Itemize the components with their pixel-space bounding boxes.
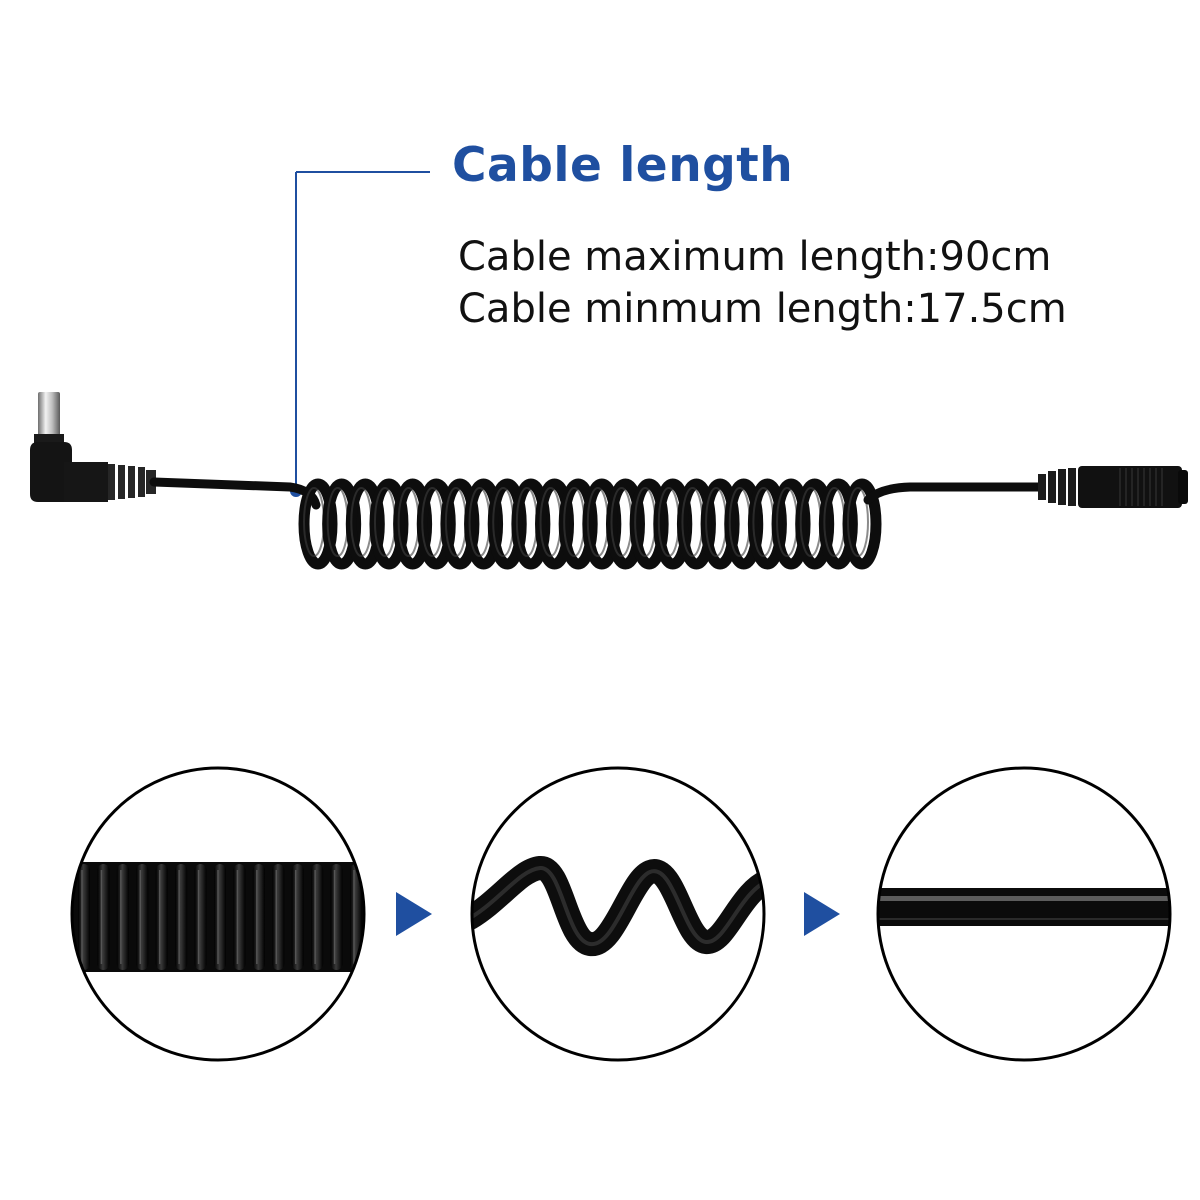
coil-detail-turn [233,864,246,970]
triangle-right-icon [804,892,840,936]
coil-detail-turn [175,864,188,970]
detail-circle-stretched [470,766,766,1062]
callout-leader [290,171,430,497]
coil-detail-turn [155,864,168,970]
detail-circle-straight [876,766,1172,1062]
coil-detail-turn [78,864,90,970]
coil-detail-turn [97,864,110,970]
min-length-spec: Cable minmum length:17.5cm [458,286,1067,332]
coiled-cable [298,478,882,570]
coil-detail-turn [350,864,362,970]
coil-detail-turn [194,864,207,970]
triangle-right-icon [396,892,432,936]
coil-detail-turn [291,864,304,970]
coil-detail-turn [116,864,129,970]
cable-straight-right [863,482,1045,505]
max-length-spec: Cable maximum length:90cm [458,234,1052,280]
right-dc-socket [1038,466,1188,508]
coil-highlight [847,487,869,557]
left-dc-plug [30,392,156,502]
coil-detail-turn [252,864,265,970]
coil-detail-turn [214,864,226,970]
coil-detail-turn [136,864,149,970]
page-title: Cable length [452,138,794,193]
coil-detail-turn [272,864,285,970]
detail-circle-coiled [70,766,366,1062]
coil-detail-turn [311,864,324,970]
coil-detail-turn [330,864,343,970]
